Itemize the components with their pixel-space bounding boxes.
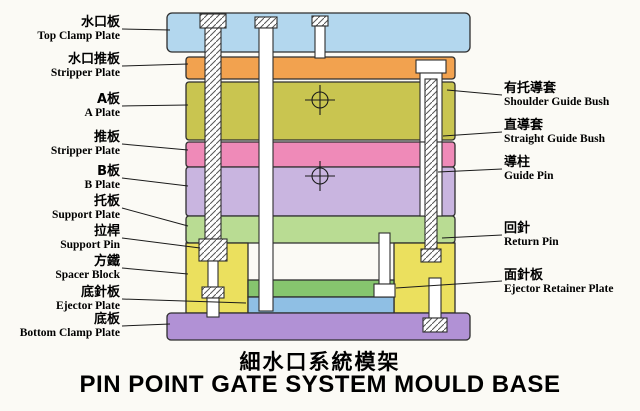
leader-line bbox=[121, 298, 247, 304]
label-bottom-clamp-plate: 底板 Bottom Clamp Plate bbox=[0, 312, 120, 340]
label-return-pin-zh: 回針 bbox=[504, 221, 531, 236]
label-support-plate-zh: 托板 bbox=[93, 194, 120, 209]
label-shoulder-guide-bush-zh: 有托導套 bbox=[504, 81, 557, 96]
leader-line bbox=[441, 234, 503, 239]
leader-line bbox=[121, 207, 189, 227]
label-spacer-block: 方鐵 Spacer Block bbox=[0, 254, 120, 282]
label-top-clamp-plate-zh: 水口板 bbox=[80, 15, 120, 30]
leader-line bbox=[121, 323, 171, 327]
support-pin-head bbox=[199, 13, 227, 29]
ejector-bolt-head bbox=[201, 286, 225, 299]
guide-pin-nut bbox=[420, 248, 442, 263]
sprue-screw-shaft bbox=[314, 25, 326, 59]
label-support-plate: 托板 Support Plate bbox=[0, 194, 120, 222]
label-support-pin-zh: 拉桿 bbox=[93, 224, 120, 239]
label-straight-guide-bush-en: Straight Guide Bush bbox=[504, 133, 605, 145]
label-guide-pin-zh: 導柱 bbox=[504, 155, 531, 170]
label-return-pin: 回針 Return Pin bbox=[504, 221, 640, 249]
guide-pin-assembly bbox=[415, 59, 447, 263]
label-stripper-plate-top: 水口推板 Stripper Plate bbox=[0, 52, 120, 80]
label-ejector-plate: 底針板 Ejector Plate bbox=[0, 285, 120, 313]
stripper-plate-top bbox=[185, 56, 456, 80]
page-title-english: PIN POINT GATE SYSTEM MOULD BASE bbox=[79, 371, 561, 398]
support-pin-shaft bbox=[204, 27, 222, 240]
puller-pin-shaft bbox=[258, 27, 274, 312]
return-pin-shaft bbox=[378, 232, 391, 285]
label-spacer-block-zh: 方鐵 bbox=[93, 254, 120, 269]
label-b-plate-zh: B板 bbox=[97, 164, 120, 179]
leader-line bbox=[121, 104, 189, 107]
label-stripper-plate-top-zh: 水口推板 bbox=[67, 52, 120, 67]
label-guide-pin: 導柱 Guide Pin bbox=[504, 155, 640, 183]
label-bottom-clamp-plate-zh: 底板 bbox=[93, 312, 120, 327]
label-ejector-retainer-plate-en: Ejector Retainer Plate bbox=[504, 283, 614, 295]
support-pin-assembly bbox=[198, 13, 228, 318]
leader-lines bbox=[121, 28, 503, 327]
bottom-bolt-head bbox=[422, 317, 448, 333]
leader-line bbox=[442, 131, 503, 137]
leader-line bbox=[437, 168, 503, 173]
label-return-pin-en: Return Pin bbox=[504, 236, 559, 248]
leader-line bbox=[121, 63, 189, 67]
bottom-bolt bbox=[422, 277, 448, 333]
return-pin bbox=[373, 232, 396, 298]
page-title-chinese: 細水口系統模架 bbox=[239, 350, 401, 374]
leader-line bbox=[446, 89, 503, 96]
label-a-plate: A板 A Plate bbox=[0, 92, 120, 120]
label-guide-pin-en: Guide Pin bbox=[504, 170, 554, 182]
label-a-plate-en: A Plate bbox=[84, 107, 120, 119]
label-spacer-block-en: Spacer Block bbox=[55, 269, 120, 281]
leader-line bbox=[121, 143, 189, 151]
leader-line bbox=[121, 237, 201, 249]
sprue-screw-head bbox=[311, 15, 329, 27]
support-pin-lower-shaft bbox=[207, 260, 219, 288]
shoulder-guide-bush-flange bbox=[415, 59, 447, 74]
label-straight-guide-bush: 直導套 Straight Guide Bush bbox=[504, 118, 640, 146]
label-b-plate-en: B Plate bbox=[84, 179, 120, 191]
label-top-clamp-plate: 水口板 Top Clamp Plate bbox=[0, 15, 120, 43]
screw-hole-symbol-lower bbox=[305, 161, 335, 191]
label-shoulder-guide-bush: 有托導套 Shoulder Guide Bush bbox=[504, 81, 640, 109]
label-stripper-plate-top-en: Stripper Plate bbox=[50, 67, 120, 79]
leader-line bbox=[121, 28, 171, 31]
ejector-bolt-shaft bbox=[206, 297, 220, 318]
label-ejector-plate-en: Ejector Plate bbox=[56, 300, 120, 312]
label-bottom-clamp-plate-en: Bottom Clamp Plate bbox=[19, 327, 120, 339]
support-pin-sleeve bbox=[198, 238, 228, 262]
return-pin-head bbox=[373, 283, 396, 298]
sprue-screw bbox=[311, 15, 329, 59]
label-support-pin-en: Support Pin bbox=[60, 239, 120, 251]
leader-line bbox=[121, 177, 189, 187]
screw-hole-symbol-upper bbox=[305, 85, 335, 115]
bottom-bolt-shaft bbox=[428, 277, 442, 319]
label-stripper-plate: 推板 Stripper Plate bbox=[0, 130, 120, 158]
label-support-pin: 拉桿 Support Pin bbox=[0, 224, 120, 252]
label-straight-guide-bush-zh: 直導套 bbox=[504, 118, 544, 133]
center-puller-pin bbox=[254, 16, 278, 312]
label-stripper-plate-en: Stripper Plate bbox=[50, 145, 120, 157]
label-stripper-plate-zh: 推板 bbox=[93, 130, 120, 145]
label-top-clamp-plate-en: Top Clamp Plate bbox=[37, 30, 120, 42]
guide-pin-shaft bbox=[424, 78, 438, 250]
bottom-clamp-plate bbox=[166, 312, 471, 341]
label-ejector-retainer-plate-zh: 面針板 bbox=[504, 268, 544, 283]
label-ejector-plate-zh: 底針板 bbox=[80, 285, 120, 300]
label-b-plate: B板 B Plate bbox=[0, 164, 120, 192]
label-a-plate-zh: A板 bbox=[96, 92, 120, 107]
leader-line bbox=[395, 280, 503, 289]
puller-pin-head bbox=[254, 16, 278, 29]
label-ejector-retainer-plate: 面針板 Ejector Retainer Plate bbox=[504, 268, 640, 296]
leader-line bbox=[121, 267, 189, 275]
label-shoulder-guide-bush-en: Shoulder Guide Bush bbox=[504, 96, 610, 108]
label-support-plate-en: Support Plate bbox=[51, 209, 120, 221]
